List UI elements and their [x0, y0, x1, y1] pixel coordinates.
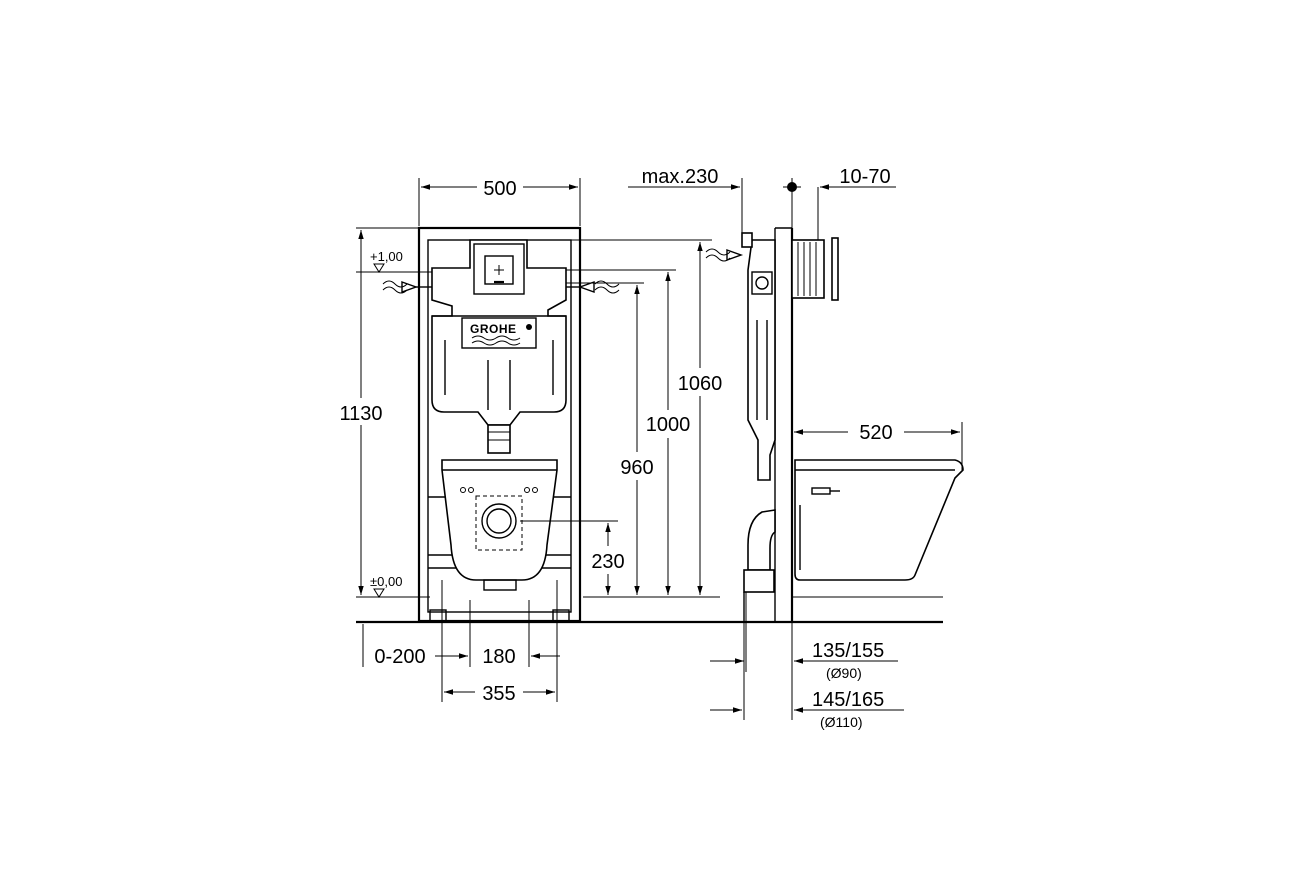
dim-1130-label: 1130 [339, 403, 382, 425]
dim-max230-label: max.230 [642, 166, 719, 188]
level-lower-label: ±0,00 [370, 574, 402, 589]
dimension-bowl-projection: 520 [794, 422, 963, 470]
dim-pipe-110-label: (Ø110) [820, 714, 863, 730]
dimension-1060: 1060 [678, 242, 723, 595]
dim-180-label: 180 [482, 646, 515, 668]
dim-135-155-label: 135/155 [812, 640, 884, 662]
water-inlet-icon [566, 280, 620, 294]
dimension-depth-90: 135/155 (Ø90) [710, 592, 898, 720]
cistern-side [741, 232, 776, 481]
dimension-wall-range: 10-70 [817, 166, 896, 240]
dim-1000-label: 1000 [646, 414, 691, 436]
water-inlet-icon [705, 248, 744, 262]
dim-520-label: 520 [859, 422, 892, 444]
center-mark-icon [783, 178, 801, 228]
registered-mark-icon [526, 324, 532, 330]
level-marker-icon [373, 588, 385, 598]
dimension-230: 230 [591, 523, 625, 595]
dim-0-200-label: 0-200 [374, 646, 425, 668]
dimension-960: 960 [620, 285, 654, 595]
level-marker-upper: +1,00 [356, 249, 432, 273]
dimension-offset: 0-200 [362, 600, 471, 668]
dim-145-165-label: 145/165 [812, 689, 884, 711]
dimension-depth-110: 145/165 (Ø110) [710, 622, 904, 730]
water-inlet-icon [382, 280, 432, 294]
cistern: GROHE [431, 239, 567, 480]
side-view: max.230 10-70 520 [628, 166, 964, 730]
dim-230-label: 230 [591, 551, 624, 573]
front-view: GROHE [339, 178, 943, 705]
dimension-frame-width: 500 [418, 178, 581, 226]
dimension-frame-height: 1130 [339, 230, 383, 595]
level-upper-label: +1,00 [370, 249, 403, 264]
dim-500-label: 500 [483, 178, 516, 200]
toilet-bowl-side [794, 459, 964, 581]
dim-1060-label: 1060 [678, 373, 723, 395]
dimension-max-depth: max.230 [628, 166, 743, 233]
drain-pipe-side [743, 509, 776, 622]
flush-plate-side [791, 237, 839, 301]
dimension-1000: 1000 [646, 272, 691, 595]
dim-10-70-label: 10-70 [839, 166, 890, 188]
toilet-bowl-front [441, 459, 558, 591]
level-marker-lower: ±0,00 [356, 574, 430, 598]
brand-logo: GROHE [470, 322, 517, 336]
level-marker-icon [373, 263, 385, 273]
dim-960-label: 960 [620, 457, 653, 479]
dim-355-label: 355 [482, 683, 515, 705]
dim-pipe-90-label: (Ø90) [826, 665, 862, 681]
dimension-bolt-spacing: 180 [482, 600, 560, 668]
dimension-bracket-spacing: 355 [441, 580, 558, 705]
